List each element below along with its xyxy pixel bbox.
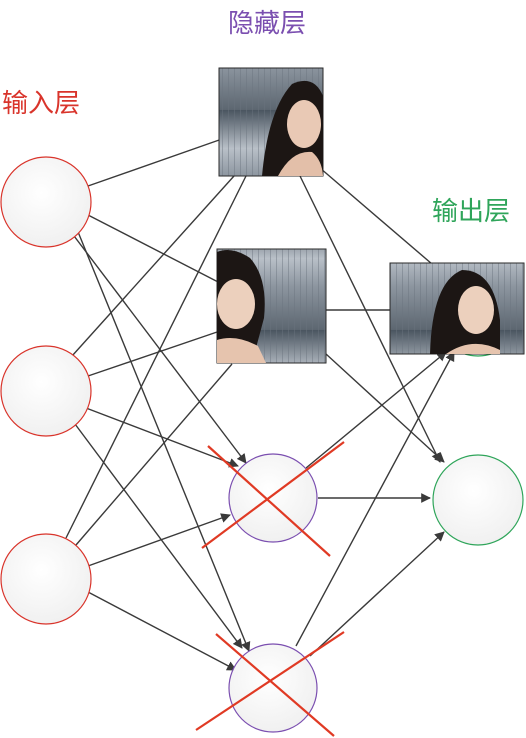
output-layer [389, 262, 525, 546]
output-node-photo [389, 262, 525, 355]
output-node [432, 454, 524, 546]
hidden-node-dropped [201, 441, 345, 557]
dropout-cross-mark [207, 445, 331, 557]
hidden-node-dropped [195, 631, 345, 737]
hidden-layer [195, 67, 345, 737]
hidden-node-photo [216, 248, 327, 364]
dropout-cross-mark [201, 441, 345, 549]
dropout-cross-mark [215, 633, 335, 737]
input-node [0, 345, 92, 437]
hidden-node-photo [218, 67, 324, 177]
input-layer [0, 156, 92, 625]
dropout-cross-mark [195, 631, 345, 731]
input-node [0, 533, 92, 625]
output-layer-label: 输出层 [432, 197, 510, 227]
input-node [0, 156, 92, 248]
connection-lines [65, 138, 455, 671]
hidden-layer-label: 隐藏层 [228, 9, 306, 39]
input-layer-label: 输入层 [2, 89, 80, 119]
